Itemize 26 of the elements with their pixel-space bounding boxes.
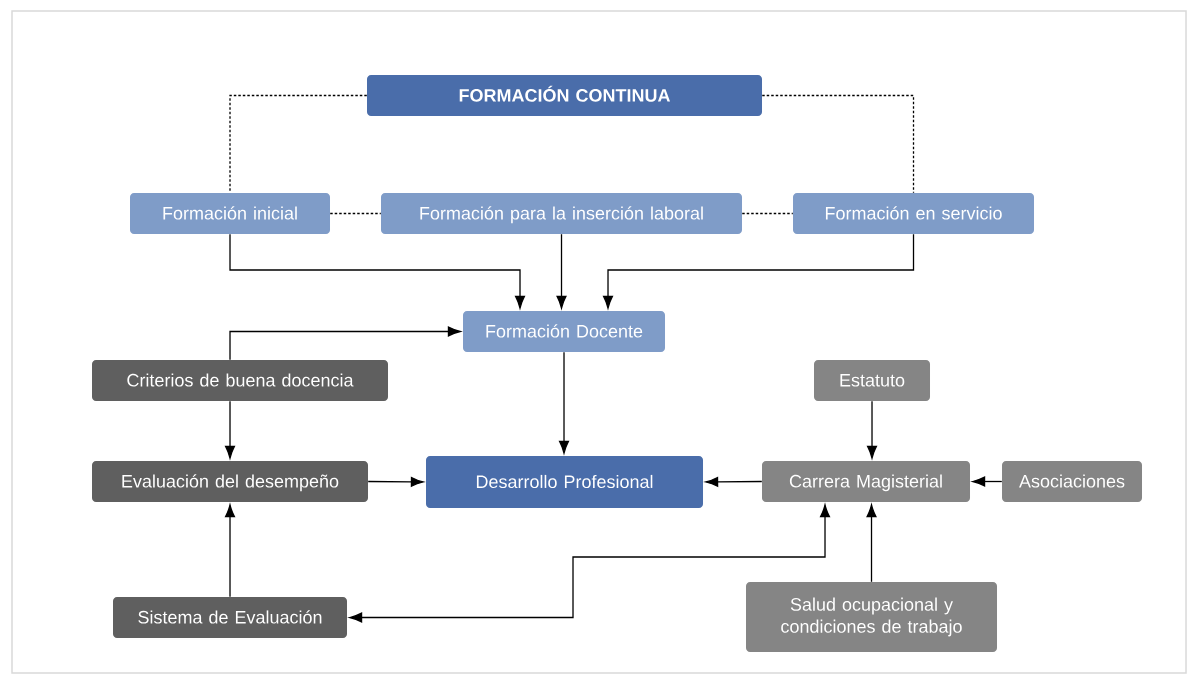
concept-box: Formación inicial — [130, 193, 330, 234]
concept-box: Desarrollo Profesional — [426, 456, 703, 508]
arrow — [559, 351, 570, 454]
arrow — [349, 504, 831, 623]
arrow — [867, 400, 878, 459]
concept-box: FORMACIÓN CONTINUA — [367, 75, 762, 116]
arrow — [229, 233, 526, 309]
arrow — [972, 476, 1003, 487]
concept-box: Carrera Magisterial — [762, 461, 970, 502]
concept-box: Asociaciones — [1002, 461, 1142, 502]
arrow — [224, 400, 236, 459]
arrow — [367, 476, 424, 487]
concept-box: Formación Docente — [463, 311, 665, 352]
concept-box: Criterios de buena docencia — [92, 360, 388, 401]
concept-box: Formación para la inserción laboral — [381, 193, 742, 234]
arrow — [224, 504, 236, 598]
concept-box: Evaluación del desempeño — [92, 461, 368, 502]
concept-box: Salud ocupacional y condiciones de trabajo — [746, 582, 997, 652]
arrow — [866, 504, 877, 583]
arrow — [705, 476, 763, 487]
arrow — [603, 233, 915, 309]
arrow — [556, 233, 567, 309]
arrow — [229, 326, 461, 361]
concept-box: Formación en servicio — [793, 193, 1034, 234]
concept-box: Sistema de Evaluación — [113, 597, 347, 638]
concept-box: Estatuto — [814, 360, 930, 401]
